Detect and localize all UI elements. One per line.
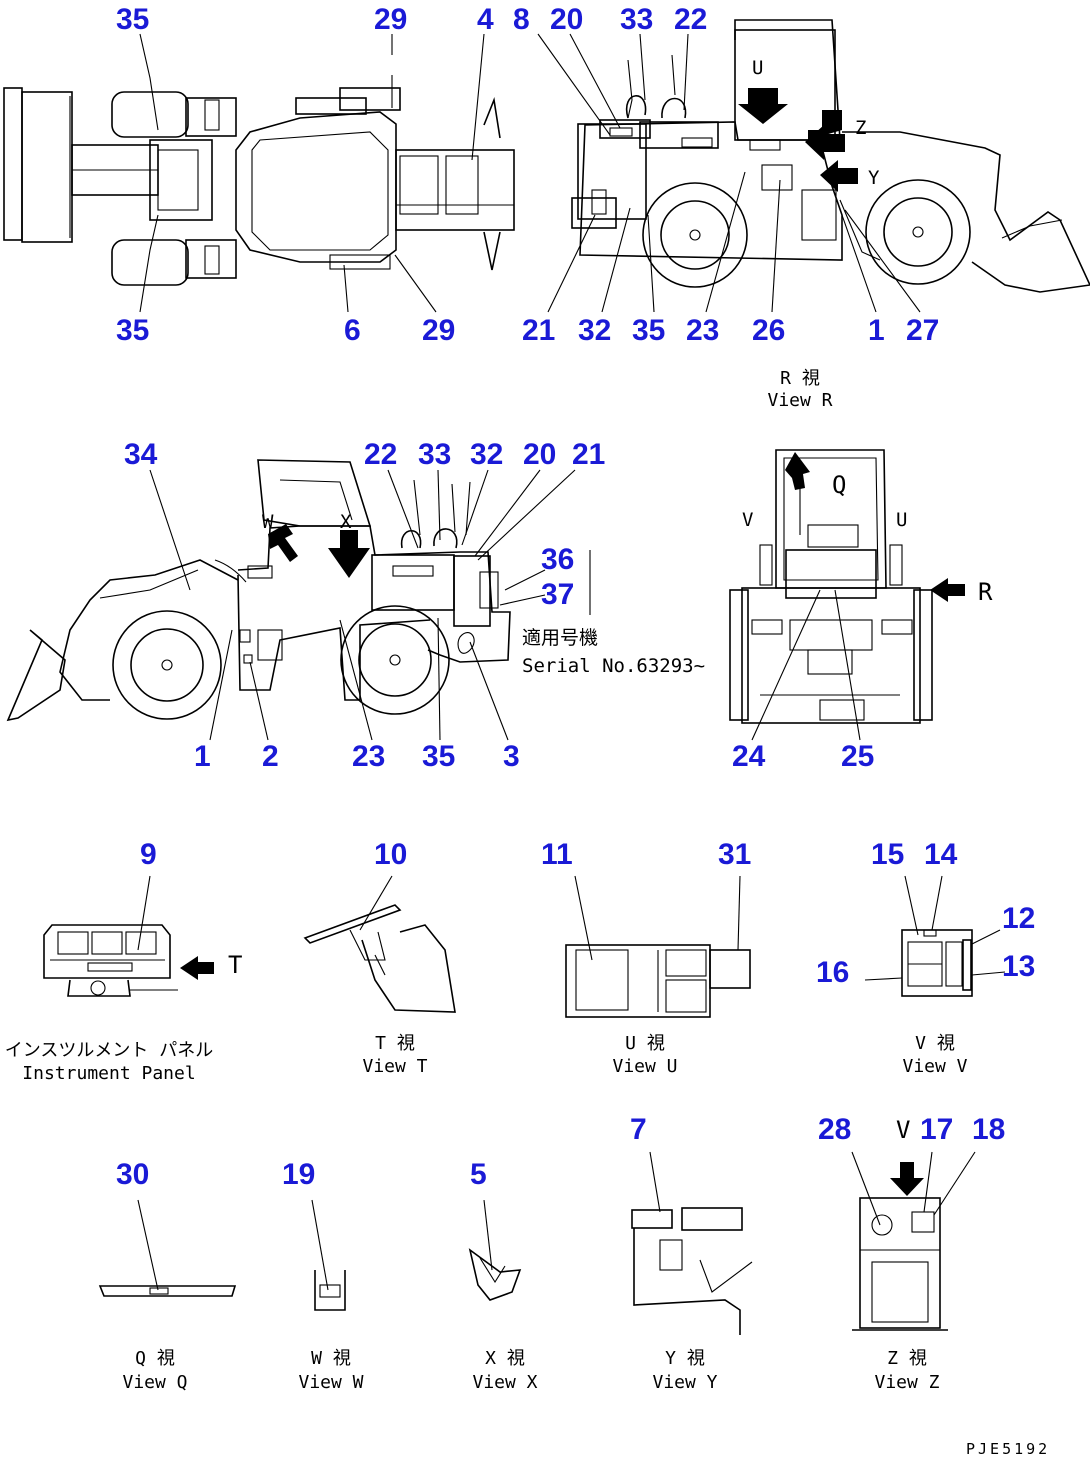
callout-17: 17	[920, 1113, 954, 1146]
callout-33: 33	[418, 438, 452, 471]
rear-view	[729, 449, 965, 724]
caption-view-u-jp: U 視	[625, 1033, 665, 1054]
callout-27: 27	[906, 314, 940, 347]
callout-35: 35	[422, 740, 456, 773]
callout-23: 23	[686, 314, 720, 347]
caption-view-t-jp: T 視	[375, 1033, 415, 1054]
detail-view-t	[303, 904, 456, 1013]
view-letter-x: X	[340, 511, 352, 533]
top-view-machine	[3, 87, 515, 286]
callout-6: 6	[344, 314, 361, 347]
caption-view-r-jp: R 視	[780, 368, 820, 389]
callout-28: 28	[818, 1113, 852, 1146]
caption-view-y-en: View Y	[652, 1372, 718, 1393]
caption-view-v-en: View V	[902, 1056, 968, 1077]
view-letter-r: R	[978, 578, 993, 606]
callout-20: 20	[550, 3, 584, 36]
detail-view-u	[565, 944, 751, 1018]
detail-view-v	[901, 929, 973, 997]
caption-view-w-en: View W	[298, 1372, 364, 1393]
callout-3: 3	[503, 740, 520, 773]
caption-view-q-jp: Q 視	[135, 1348, 175, 1369]
callout-20: 20	[523, 438, 557, 471]
callout-1: 1	[194, 740, 211, 773]
callout-36: 36	[541, 543, 575, 576]
callout-11: 11	[541, 838, 573, 871]
view-letter-v: V	[742, 509, 754, 531]
caption-view-q-en: View Q	[122, 1372, 188, 1393]
callout-35: 35	[116, 314, 150, 347]
callout-2: 2	[262, 740, 279, 773]
callout-1: 1	[868, 314, 885, 347]
callout-22: 22	[364, 438, 398, 471]
callout-14: 14	[924, 838, 958, 871]
callout-19: 19	[282, 1158, 316, 1191]
callout-12: 12	[1002, 902, 1036, 935]
callout-35: 35	[632, 314, 666, 347]
callout-37: 37	[541, 578, 575, 611]
caption-view-x-en: View X	[472, 1372, 538, 1393]
callout-35: 35	[116, 3, 150, 36]
callout-26: 26	[752, 314, 786, 347]
callout-33: 33	[620, 3, 654, 36]
detail-view-z	[852, 1162, 948, 1331]
callout-18: 18	[972, 1113, 1006, 1146]
callout-32: 32	[578, 314, 612, 347]
caption-view-t-en: View T	[362, 1056, 428, 1077]
callout-16: 16	[816, 956, 850, 989]
caption-view-v-jp: V 視	[915, 1033, 955, 1054]
view-letter-u: U	[896, 509, 908, 531]
view-letter-v-arrow: V	[896, 1116, 911, 1144]
caption-instrument-panel-en: Instrument Panel	[22, 1063, 196, 1084]
drawing-code: PJE5192	[966, 1440, 1051, 1458]
detail-view-w	[314, 1270, 346, 1311]
callout-31: 31	[718, 838, 752, 871]
callout-5: 5	[470, 1158, 487, 1191]
callout-29: 29	[422, 314, 456, 347]
caption-instrument-panel-jp: インスツルメント パネル	[4, 1040, 214, 1061]
caption-view-u-en: View U	[612, 1056, 678, 1077]
callout-21: 21	[522, 314, 556, 347]
callout-10: 10	[374, 838, 408, 871]
view-letter-q: Q	[832, 471, 847, 499]
detail-view-y	[631, 1207, 753, 1335]
callout-34: 34	[124, 438, 158, 471]
caption-view-x-jp: X 視	[485, 1348, 525, 1369]
view-letter-y: Y	[868, 167, 880, 189]
serial-label-jp: 適用号機	[522, 627, 599, 649]
detail-view-x	[468, 1248, 522, 1301]
caption-view-r-en: View R	[767, 390, 833, 411]
callout-23: 23	[352, 740, 386, 773]
callout-9: 9	[140, 838, 157, 871]
side-view-left	[6, 459, 511, 722]
callout-32: 32	[470, 438, 504, 471]
caption-view-w-jp: W 視	[311, 1348, 351, 1369]
callout-30: 30	[116, 1158, 150, 1191]
side-view-right	[571, 19, 1090, 293]
view-letter-w: W	[262, 511, 274, 533]
callout-15: 15	[871, 838, 905, 871]
caption-view-z-en: View Z	[874, 1372, 940, 1393]
view-letter-t: T	[228, 951, 243, 979]
callout-29: 29	[374, 3, 408, 36]
leader-lines	[137, 33, 1006, 1291]
caption-view-z-jp: Z 視	[887, 1348, 927, 1369]
callout-24: 24	[732, 740, 766, 773]
serial-label-en: Serial No.63293~	[522, 655, 706, 677]
view-letter-z: Z	[855, 117, 867, 139]
caption-view-y-jp: Y 視	[665, 1348, 705, 1369]
callout-4: 4	[477, 3, 494, 36]
callout-21: 21	[572, 438, 606, 471]
callout-8: 8	[513, 3, 530, 36]
view-letter-u: U	[752, 57, 764, 79]
callout-13: 13	[1002, 950, 1036, 983]
callout-22: 22	[674, 3, 708, 36]
callout-7: 7	[630, 1113, 647, 1146]
callout-25: 25	[841, 740, 875, 773]
detail-instrument-panel	[43, 924, 214, 997]
detail-view-q	[98, 1285, 237, 1297]
